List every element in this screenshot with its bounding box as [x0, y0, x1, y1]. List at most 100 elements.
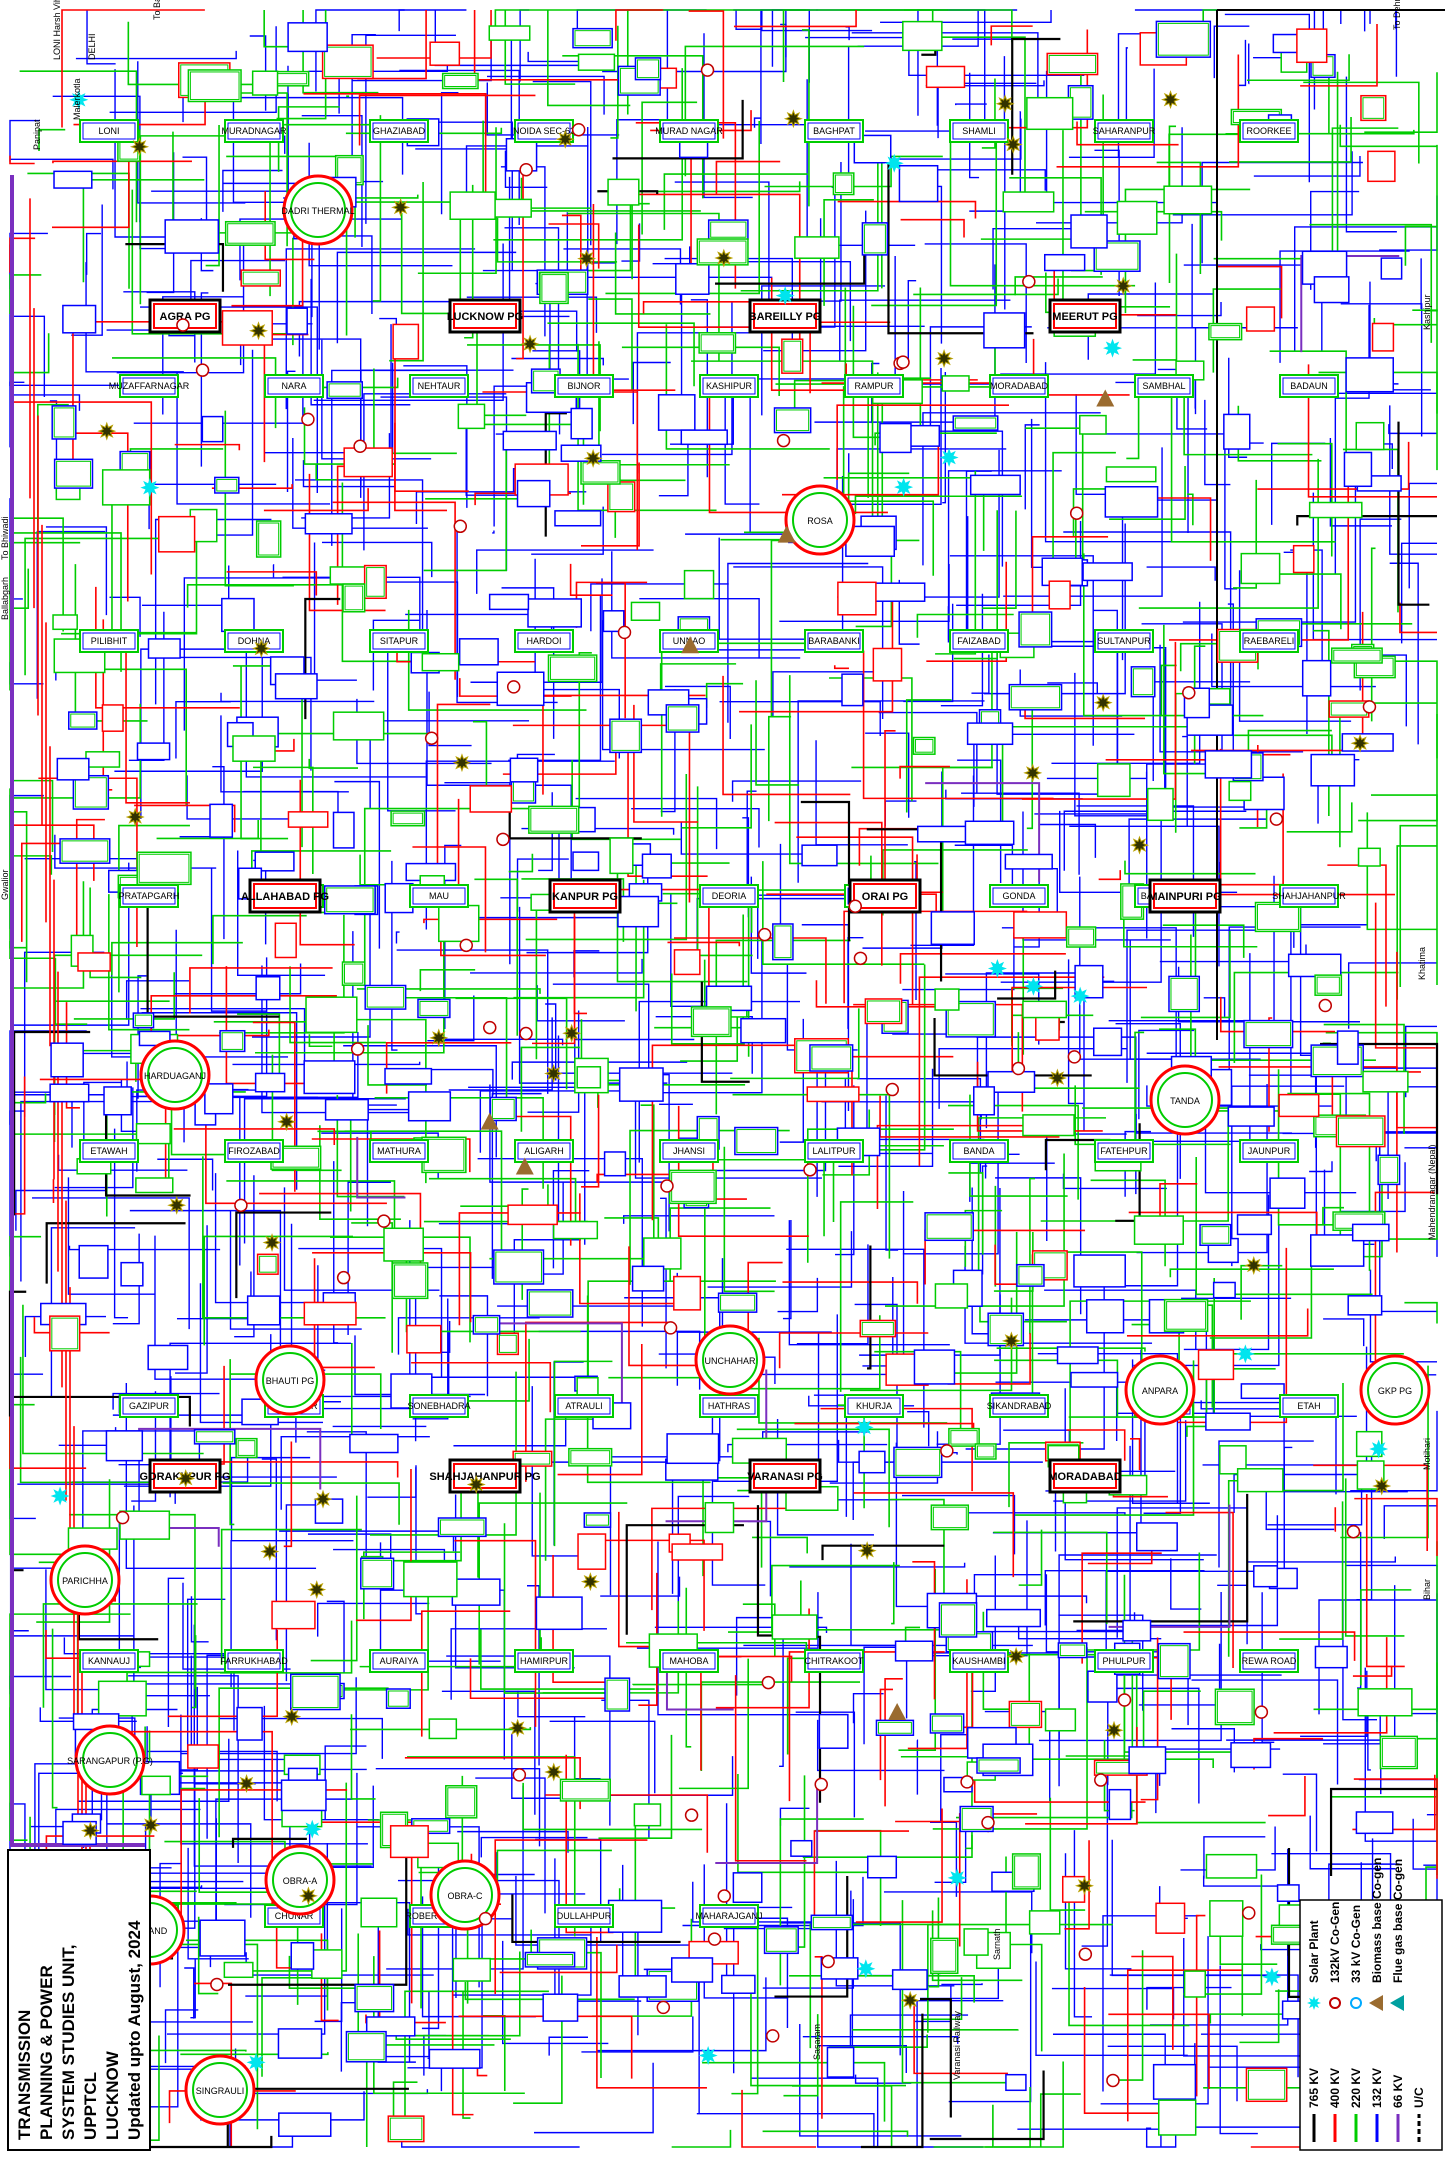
substation-box	[276, 674, 317, 699]
substation-box	[1083, 563, 1132, 580]
substation-box	[807, 1087, 859, 1101]
substation-box	[327, 382, 362, 398]
pg-label: MEERUT PG	[1052, 311, 1117, 323]
pg-label: KANPUR PG	[552, 891, 618, 903]
cogen-icon	[513, 1769, 525, 1781]
substation-label: KAUSHAMBI	[952, 1656, 1005, 1666]
substation-box	[1013, 1854, 1041, 1889]
cogen-icon	[1107, 2074, 1119, 2086]
cogen-icon	[1012, 1063, 1024, 1075]
substation-label: GONDA	[1002, 891, 1035, 901]
substation-label: FIROZABAD	[228, 1146, 280, 1156]
cogen-icon	[235, 1199, 247, 1211]
cogen-icon	[1347, 1526, 1359, 1538]
cogen-icon	[354, 440, 366, 452]
substation-label: ALIGARH	[524, 1146, 564, 1156]
substation-box	[137, 852, 191, 884]
substation-phulpur: PHULPUR	[1095, 1650, 1153, 1672]
substation-box	[1332, 648, 1382, 663]
substation-box	[325, 886, 375, 914]
pg-station-kanpur-pg: KANPUR PG	[550, 880, 620, 912]
substation-baghpat: BAGHPAT	[805, 120, 863, 142]
wind-plant-icon	[127, 809, 143, 825]
substation-box	[984, 313, 1025, 348]
border-label: LONI Harsh Vihar PG 220/400 kV	[52, 0, 62, 60]
substation-box	[896, 1641, 933, 1661]
substation-label: SHAMLI	[962, 126, 996, 136]
substation-box	[446, 1786, 477, 1818]
substation-box	[935, 989, 959, 1010]
substation-box	[102, 705, 123, 731]
cogen-icon	[709, 1933, 721, 1945]
substation-label: SONEBHADRA	[407, 1401, 470, 1411]
station-label: ROSA	[807, 516, 833, 526]
pg-label: MORADABAD	[1048, 1471, 1121, 1483]
cogen-icon	[665, 1322, 677, 1334]
substation-box	[1303, 661, 1331, 696]
substation-label: FAIZABAD	[957, 636, 1001, 646]
substation-box	[149, 639, 181, 658]
wind-plant-icon	[300, 1888, 316, 1904]
pg-label: ORAI PG	[862, 891, 908, 903]
substation-box	[452, 1579, 500, 1605]
substation-label: PILIBHIT	[91, 636, 128, 646]
wind-plant-icon	[936, 351, 952, 367]
substation-hamirpur: HAMIRPUR	[515, 1650, 573, 1672]
wind-plant-icon	[1025, 765, 1041, 781]
substation-box	[1368, 151, 1395, 181]
substation-box	[880, 424, 911, 453]
wind-plant-icon	[716, 250, 732, 266]
substation-box	[387, 1689, 411, 1708]
substation-box	[55, 459, 93, 488]
wind-plant-icon	[132, 139, 148, 155]
substation-box	[1074, 1255, 1125, 1287]
wind-plant-icon	[1352, 735, 1368, 751]
substation-box	[429, 2050, 479, 2069]
substation-box	[1105, 487, 1157, 517]
substation-label: NARA	[281, 381, 306, 391]
substation-box	[865, 999, 901, 1023]
substation-box	[1117, 202, 1156, 235]
cogen-icon	[378, 1215, 390, 1227]
pg-station-moradabad: MORADABAD	[1048, 1460, 1121, 1492]
solar-plant-icon	[856, 1419, 872, 1435]
substation-box	[1238, 1215, 1272, 1234]
substation-box	[391, 811, 424, 826]
title-block: TRANSMISSION PLANNING & POWER SYSTEM STU…	[8, 1850, 150, 2150]
substation-muzaffarnagar: MUZAFFARNAGAR	[109, 375, 190, 397]
substation-box	[1094, 1028, 1122, 1055]
substation-deoria: DEORIA	[700, 885, 758, 907]
substation-box	[458, 404, 484, 428]
substation-box	[773, 924, 793, 960]
substation-box	[584, 1513, 610, 1527]
substation-box	[258, 1254, 278, 1274]
cogen-icon	[1183, 687, 1195, 699]
substation-box	[473, 1316, 499, 1334]
substation-label: BARABANKI	[808, 636, 860, 646]
substation-box	[142, 1776, 170, 1794]
substation-box	[548, 655, 596, 681]
substation-box	[361, 1898, 397, 1927]
substation-box	[1003, 192, 1053, 212]
substation-box	[1356, 1812, 1392, 1833]
generating-station-bhauti-pg: BHAUTI PG	[256, 1346, 324, 1414]
substation-box	[569, 1449, 612, 1466]
substation-box	[86, 752, 119, 767]
substation-box	[1346, 358, 1393, 392]
substation-sonebhadra: SONEBHADRA	[407, 1395, 470, 1417]
station-label: OBRA-A	[283, 1876, 318, 1886]
station-label: BHAUTI PG	[266, 1376, 315, 1386]
cogen-icon	[941, 1445, 953, 1457]
substation-jhansi: JHANSI	[660, 1140, 718, 1162]
title-line-1: TRANSMISSION	[15, 2010, 34, 2140]
border-label: Sarnath	[992, 1928, 1002, 1960]
substation-label: MAHARAJGANJ	[695, 1911, 762, 1921]
substation-box	[1373, 323, 1394, 350]
substation-label: LONI	[98, 126, 119, 136]
substation-label: SHAHJAHANPUR	[1272, 891, 1346, 901]
border-label: Ballabgarh	[0, 577, 10, 620]
substation-box	[236, 1439, 257, 1458]
wind-plant-icon	[564, 1025, 580, 1041]
line-segment	[333, 1426, 426, 1427]
substation-box	[1344, 452, 1371, 486]
